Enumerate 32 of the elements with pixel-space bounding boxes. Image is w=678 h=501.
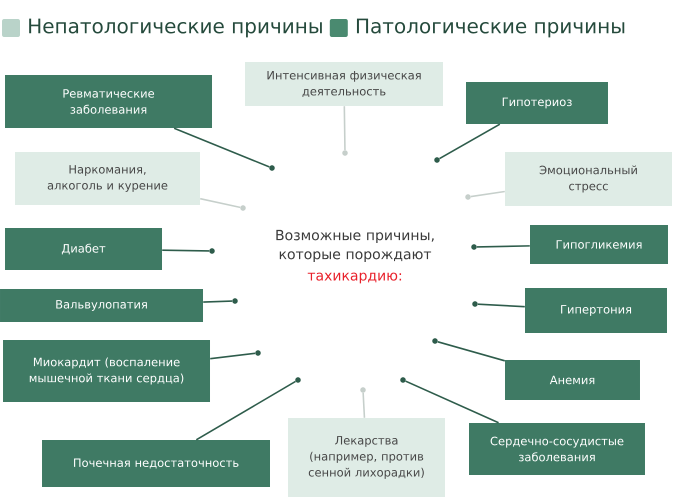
cause-box: Лекарства (например, против сенной лихорадки) bbox=[288, 418, 445, 497]
cause-box: Сердечно-сосудистые заболевания bbox=[469, 423, 645, 475]
cause-box: Гипогликемия bbox=[530, 225, 668, 264]
cause-box: Почечная недостаточность bbox=[42, 440, 270, 487]
connector-line bbox=[344, 106, 346, 150]
cause-box: Эмоциональный стресс bbox=[505, 152, 672, 206]
cause-box: Гипертония bbox=[525, 288, 667, 333]
connector-line bbox=[405, 380, 499, 424]
connector-line bbox=[210, 352, 256, 360]
connector-line bbox=[162, 249, 210, 252]
connector-line bbox=[439, 124, 500, 160]
connector-line bbox=[476, 245, 530, 248]
connector-line bbox=[362, 392, 366, 418]
center-text: Возможные причины, которые порождают bbox=[276, 230, 434, 262]
cause-box: Наркомания, алкоголь и курение bbox=[15, 152, 200, 205]
connector-line bbox=[174, 127, 270, 168]
legend-text: Непатологические причины bbox=[29, 18, 322, 38]
connector-line bbox=[203, 300, 232, 303]
cause-box: Гипотериоз bbox=[466, 82, 608, 124]
cause-box: Анемия bbox=[505, 360, 640, 400]
cause-box: Вальвулопатия bbox=[0, 289, 203, 322]
cause-box: Диабет bbox=[5, 228, 162, 270]
connector-line bbox=[438, 341, 506, 362]
cause-box: Интенсивная физическая деятельность bbox=[245, 62, 443, 106]
connector-line bbox=[470, 190, 505, 198]
connector-line bbox=[196, 380, 296, 440]
center-text: тахикардию: bbox=[308, 272, 402, 284]
connector-line bbox=[478, 303, 525, 308]
legend-text: Патологические причины bbox=[356, 18, 624, 38]
connector-line bbox=[200, 198, 240, 208]
cause-box: Миокардит (воспаление мышечной ткани сердца) bbox=[3, 340, 210, 402]
cause-box: Ревматические заболевания bbox=[5, 75, 212, 128]
